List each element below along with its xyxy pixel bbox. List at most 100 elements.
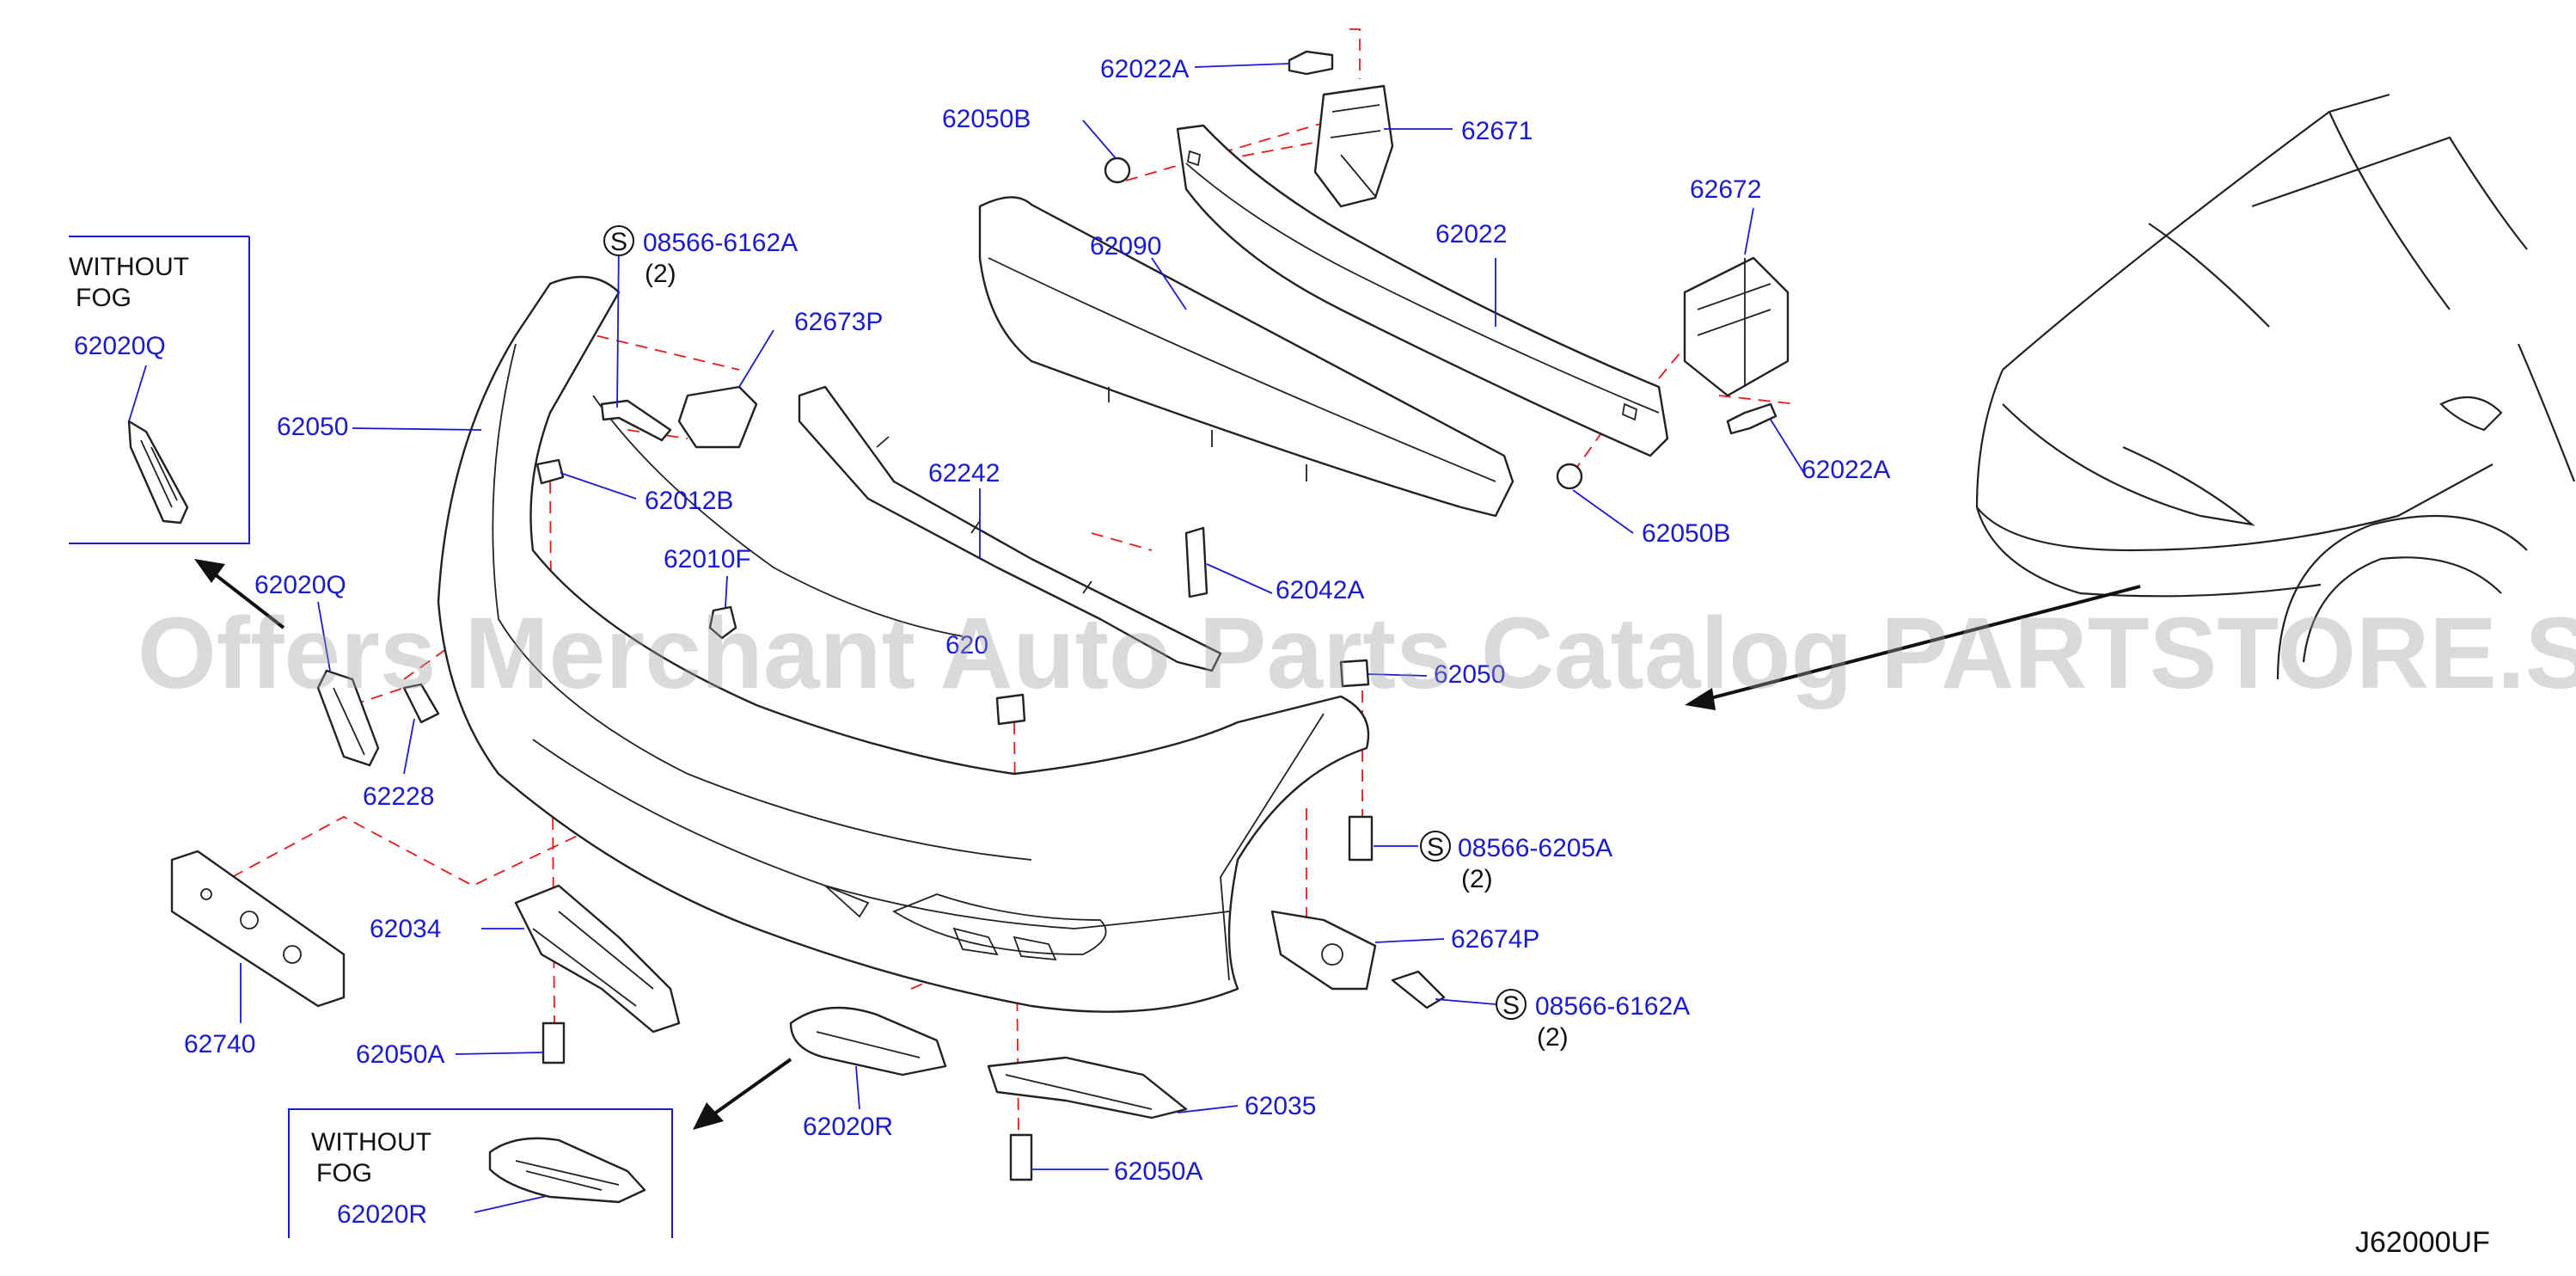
leader-line [403,718,415,775]
bumper-side-edge [1220,713,1325,981]
side-bracket-62034 [514,884,681,1034]
bolt-62042a [1184,526,1208,598]
fog-bezel-q-detail [333,687,365,756]
standard-part-symbol-letter: S [1502,991,1520,1020]
bolt-part-number: 08566-6162A [643,229,798,257]
label-620-mid: 620 [945,631,988,659]
car-headlamp [2002,403,2255,526]
license-plate-bracket-62740 [170,850,346,1008]
energy-absorber [978,196,1514,518]
standard-part-symbol-icon [603,225,634,256]
arrow-shaft [213,573,285,629]
bracket-62228 [402,683,440,724]
standard-part-symbol-icon [1496,989,1527,1020]
side-bracket-62673p [677,385,758,449]
leader-line [1082,120,1117,159]
bumper-fog-lamp-holes [952,927,1057,961]
bumper-fascia [437,275,1370,1013]
license-plate-bracket [170,850,346,1008]
side-bracket-62035 [987,1056,1188,1120]
fog-bezel-r-detail [816,1031,921,1058]
arrow-head [1685,688,1716,710]
vehicle-location-arrow [1685,585,2141,710]
bracket-62035-body [987,1056,1188,1120]
leader-lines [240,63,1806,1170]
inset-frame [69,236,250,544]
phantom-line [1718,395,1797,405]
car-door-line [2517,343,2576,482]
label-62050a-left: 62050A [356,1040,444,1069]
plate-hole [240,911,259,929]
diagram-code: J62000UF [2355,1226,2490,1259]
clips [535,458,1370,726]
label-62050b-right: 62050B [1642,519,1730,548]
bolt-62050a-bottom [1009,1133,1033,1181]
arrow-head [194,559,225,583]
bolt-08566-6205a [1348,815,1374,862]
bracket-62674p-hole [1321,943,1343,966]
upper-bracket [798,385,1222,672]
phantom-line [1349,28,1361,79]
label-62674p: 62674P [1451,925,1539,954]
fog-bezel-detail [140,439,178,508]
bracket-62242 [798,385,1222,672]
bracket-62228-body [402,683,440,724]
inset-leader [474,1194,551,1213]
bolt-right-62022a [1726,402,1778,435]
label-62022: 62022 [1435,220,1507,248]
bolt-callout-3: S 08566-6162A (2) [1496,989,1690,1052]
arrow-to-inset-r [693,1058,792,1130]
inset-part-number: 62020Q [74,332,166,360]
fog-bezel-62020q [316,669,380,767]
nut-right-62050b [1556,463,1583,490]
leader-line [855,1065,860,1110]
watermark-text: Offers Merchant Auto Parts Catalog PARTS… [138,597,2576,710]
car-fender-top [1975,369,2493,552]
car-wheel-arch [2276,514,2528,680]
label-62673p: 62673P [794,308,883,336]
fog-bezel-r-detail [515,1160,620,1191]
clip-right [1339,659,1370,688]
plate-hole [200,888,212,900]
inset-frame [288,1108,673,1238]
bolt-quantity: (2) [1537,1023,1569,1052]
plate-hole [283,945,302,964]
bolt-62050a-left [542,1021,566,1064]
vehicle-location-sketch [1975,93,2576,680]
phantom-line [1091,532,1153,551]
label-62740: 62740 [184,1030,255,1058]
label-62242: 62242 [928,459,1000,488]
leader-line [1744,207,1754,255]
energy-absorber-62090 [978,196,1514,518]
fog-bezel-r-body [789,1006,947,1077]
clip-62012b [535,458,565,485]
car-a-pillar [2328,111,2451,310]
label-62010f: 62010F [664,545,751,574]
label-62672: 62672 [1690,175,1761,204]
clip-62010f [708,605,737,640]
bracket-62034-body [514,884,681,1034]
car-hood-line [2002,93,2390,371]
standard-part-symbol-letter: S [1427,833,1444,862]
label-62020q: 62020Q [254,571,346,599]
standard-part-symbol-letter: S [610,228,627,256]
inset-leader [128,365,147,422]
leader-line [317,601,331,672]
arrow-shaft [712,1058,792,1116]
label-62228: 62228 [363,782,434,811]
car-wheel [2302,556,2502,663]
phantom-line [1658,326,1703,379]
bumper-fascia-62050 [437,275,1370,1013]
leader-line [455,1052,544,1055]
label-62050b-top: 62050B [942,105,1031,133]
inset-heading-line1: WITHOUT [311,1128,431,1156]
leader-line [1206,563,1273,594]
leader-line [616,240,620,408]
leader-line [1572,489,1634,534]
inset-part-number: 62020R [337,1200,427,1229]
standard-part-symbol-icon [1420,831,1451,862]
bolt-callout-2: S 08566-6205A (2) [1420,831,1612,893]
arrow-head [693,1102,724,1130]
bumper-grille-opening [592,395,964,637]
